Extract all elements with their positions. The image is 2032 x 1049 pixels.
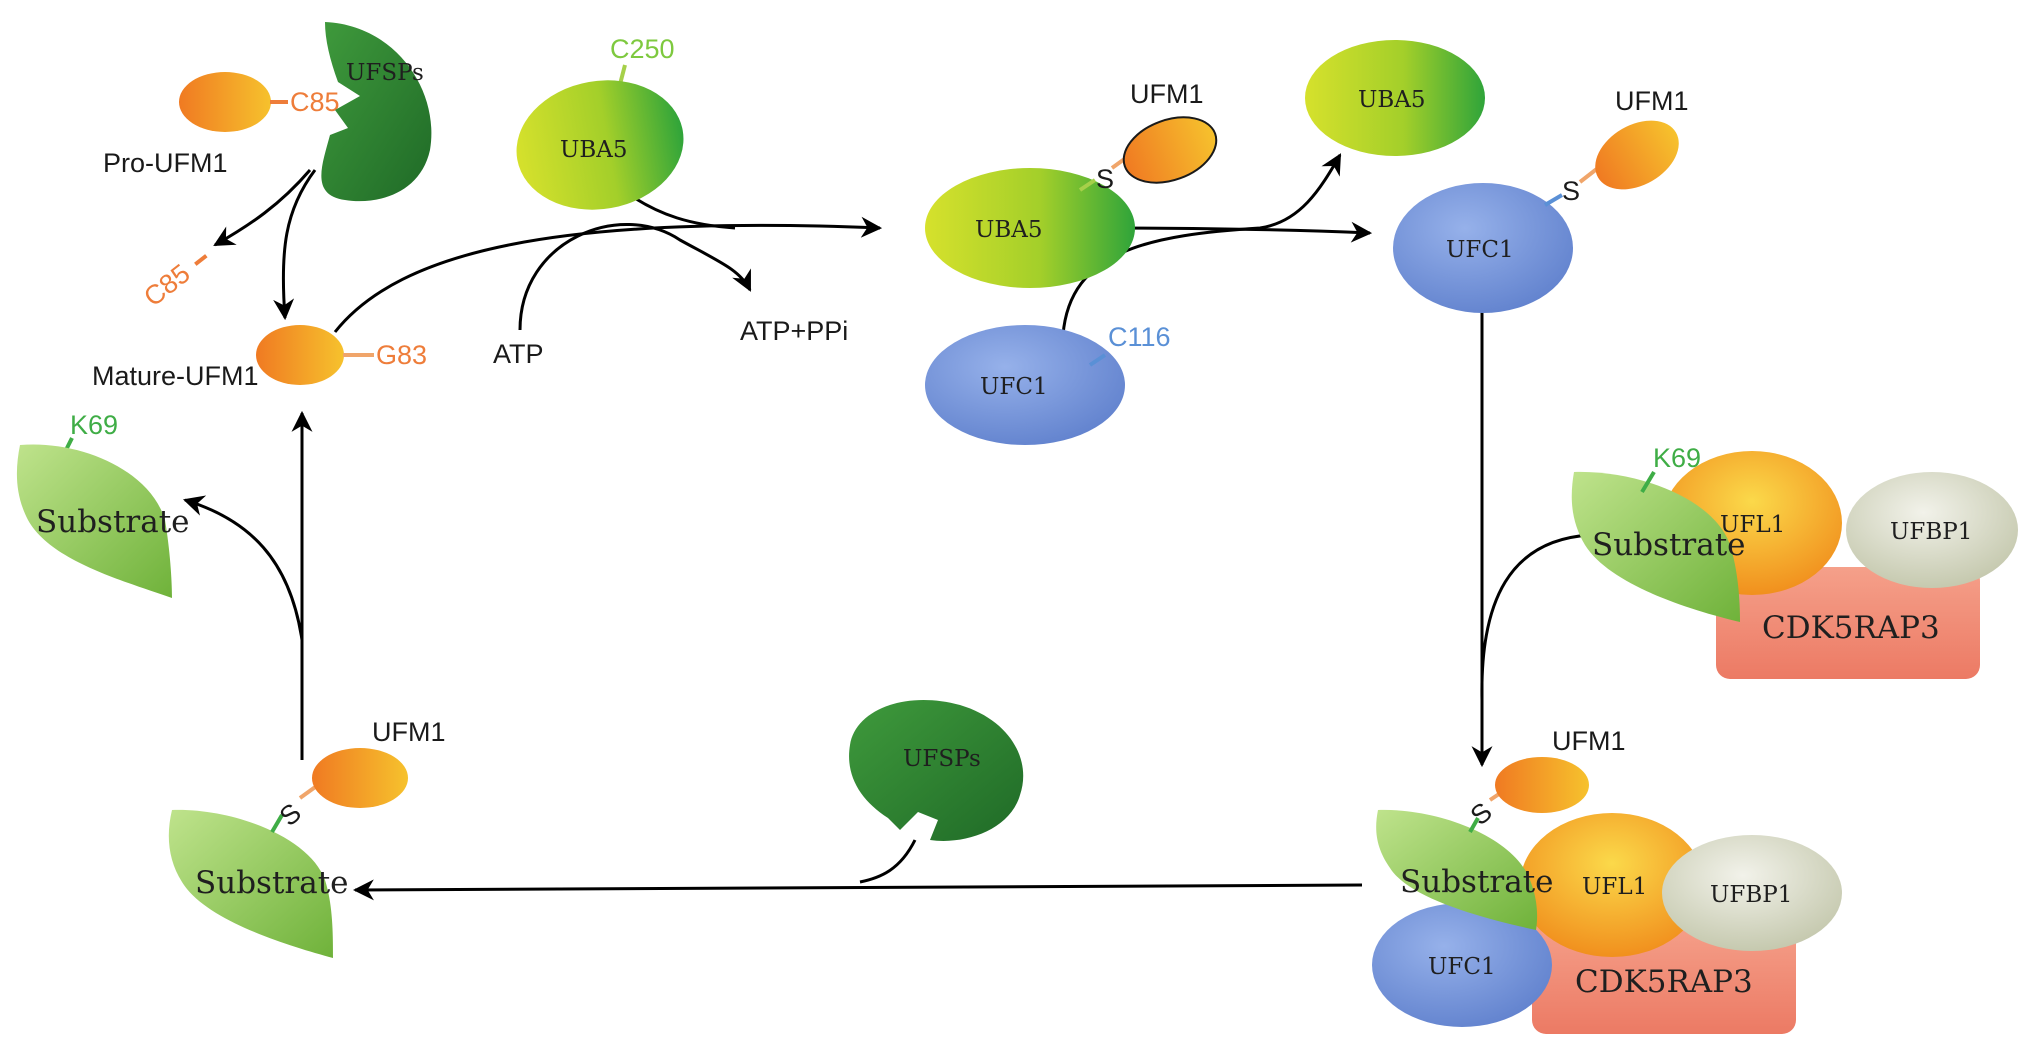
pro-ufm1-group: C85 Pro-UFM1 [103,72,340,178]
ufc1-label: UFC1 [1428,954,1496,980]
ufsps-label: UFSPs [903,746,981,772]
curved-arrow-icon [518,223,752,331]
atp-label: ATP [493,339,544,369]
ufc1-ufm1-complex: UFC1 S UFM1 [1393,86,1689,313]
isopeptide-s-label: S [274,797,307,832]
g83-residue-label: G83 [376,340,427,370]
curved-arrow-icon [352,879,1363,901]
ufm1-label: UFM1 [1615,86,1689,116]
ufm1-protein [179,72,271,132]
curved-arrow-icon [273,169,317,321]
ufsps-top: UFSPs [321,22,432,202]
mature-ufm1-label: Mature-UFM1 [92,361,259,391]
substrate-label: Substrate [195,865,349,901]
ufsps-label: UFSPs [346,60,424,86]
pro-ufm1-label: Pro-UFM1 [103,148,228,178]
thioester-s-label: S [1562,176,1580,206]
substrate-label: Substrate [1592,527,1746,563]
ufm1-label: UFM1 [1130,79,1204,109]
ufbp1-protein [1662,835,1842,951]
substrate-protein [16,444,173,598]
ufbp1-protein [1846,472,2018,588]
ufm1-protein [312,748,408,808]
pathway-arrows [182,153,1591,901]
cleaved-c85: C85 [138,254,208,312]
c85-residue-label: C85 [290,87,340,117]
ufm1-protein [256,325,344,385]
uba5-label: UBA5 [1358,87,1426,113]
mature-ufm1-group: G83 Mature-UFM1 [92,325,427,391]
substrate-label: Substrate [36,504,190,540]
thioester-s-label: S [1096,164,1114,194]
curved-arrow-icon [1480,533,1591,701]
ufsps-bottom: UFSPs [849,699,1024,841]
ufbp1-label: UFBP1 [1710,882,1792,908]
uba5-top: C250 UBA5 [516,34,684,210]
substrate-free: K69 Substrate [16,410,190,598]
ufc1-label: UFC1 [1446,237,1514,263]
substrate-ufm1-conjugate: Substrate S UFM1 [168,717,446,958]
pacman-disc-icon [849,699,1024,841]
ufc1-protein [925,325,1125,445]
pacman-disc-icon [321,22,432,202]
ufm1-label: UFM1 [1552,726,1626,756]
ufc1-protein [1393,183,1573,313]
curved-arrow-icon [1061,153,1342,336]
curved-arrow-icon [333,216,883,333]
ufl1-label: UFL1 [1582,874,1647,900]
cdk5rap3-label: CDK5RAP3 [1762,610,1940,646]
ufc1-protein [1372,903,1552,1027]
curved-arrow-icon [629,193,736,230]
uba5-protein [516,80,684,210]
uba5-ufm1-complex: UBA5 S UFM1 [925,79,1218,288]
ufm1-protein [1595,120,1679,190]
ufm1-protein [1122,116,1218,184]
substrate-label: Substrate [1400,864,1554,900]
ufm1-protein [1495,757,1589,813]
c85-cleaved-label: C85 [138,258,196,312]
uba5-protein [1305,40,1485,156]
c250-residue-label: C250 [610,34,675,64]
isopeptide-s-label: S [1465,797,1498,832]
cdk5rap3-protein [1716,567,1980,679]
substrate-protein [1376,809,1538,930]
uba5-protein [925,168,1135,288]
c116-residue-label: C116 [1108,322,1171,352]
curved-arrow-icon [859,839,917,884]
k69-residue-label: K69 [70,410,118,440]
ufc1-free: UFC1 C116 [925,322,1171,445]
ufmylation-complex: CDK5RAP3 UFC1 UFL1 UFBP1 Substrate S UFM… [1372,726,1842,1034]
curved-arrow-icon [213,169,312,247]
ufm1-label: UFM1 [372,717,446,747]
ufl1-label: UFL1 [1720,512,1785,538]
atp-ppi-label: ATP+PPi [740,316,848,346]
ufbp1-label: UFBP1 [1890,519,1972,545]
uba5-label: UBA5 [560,137,628,163]
ufl1-protein [1520,813,1704,957]
e3-ligase-complex: CDK5RAP3 UFL1 UFBP1 Substrate K69 [1571,443,2018,679]
substrate-protein [1571,471,1740,622]
curved-arrow-icon [182,495,304,641]
k69-residue-label: K69 [1653,443,1701,473]
ufc1-label: UFC1 [980,374,1048,400]
uba5-released: UBA5 [1305,40,1485,156]
uba5-label: UBA5 [975,217,1043,243]
substrate-protein [168,809,333,958]
cdk5rap3-label: CDK5RAP3 [1575,964,1753,1000]
